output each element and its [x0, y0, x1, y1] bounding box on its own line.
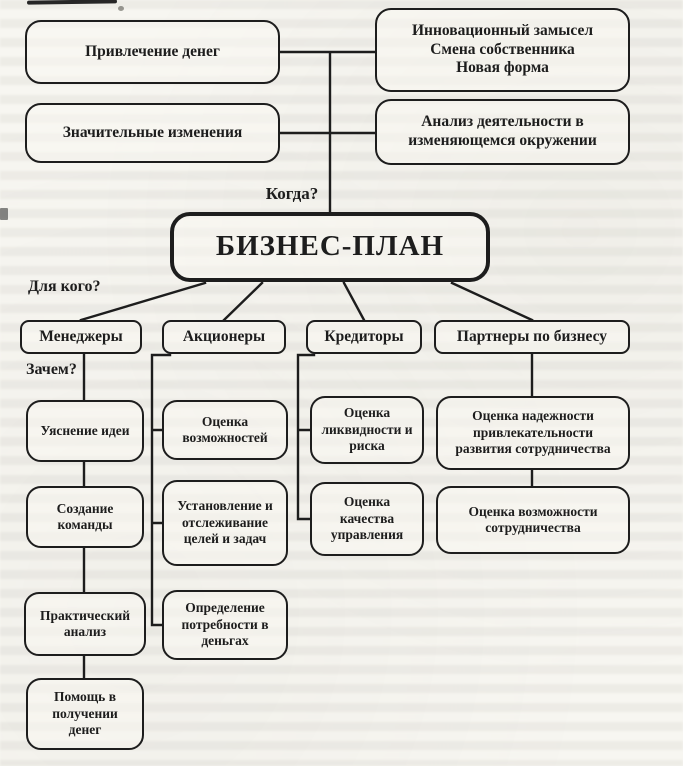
- purpose-label: Практический анализ: [39, 607, 131, 639]
- audience-label: Менеджеры: [39, 327, 123, 345]
- purpose-box-help-getting-money: Помощь в получении денег: [26, 678, 144, 750]
- purpose-box-practical-analysis: Практический анализ: [24, 592, 146, 656]
- purpose-label: Установление и отслеживание целей и зада…: [177, 498, 273, 547]
- shareholders-rail: [150, 353, 172, 627]
- purpose-box-management-quality: Оценка качества управления: [310, 482, 424, 556]
- reason-line: Новая форма: [456, 59, 549, 77]
- reason-box-attract-money: Привлечение денег: [25, 20, 280, 84]
- central-node-business-plan: БИЗНЕС-ПЛАН: [170, 212, 490, 282]
- question-label-why: Зачем?: [26, 361, 77, 378]
- scan-artifact: [118, 6, 124, 11]
- purpose-label: Определение потребности в деньгах: [181, 600, 269, 649]
- purpose-box-goals-tracking: Установление и отслеживание целей и зада…: [162, 480, 288, 566]
- reason-box-innovation: Инновационный замысел Смена собственника…: [375, 8, 630, 92]
- scan-artifact: [0, 208, 8, 220]
- fan-connectors: [79, 281, 534, 322]
- purpose-box-cooperation-reliability: Оценка надежности привлекательности разв…: [436, 396, 630, 470]
- purpose-box-cooperation-possibility: Оценка возможности сотрудничества: [436, 486, 630, 554]
- question-label-when: Когда?: [265, 184, 319, 203]
- purpose-label: Оценка ликвидности и риска: [321, 405, 413, 454]
- purpose-label: Оценка надежности привлекательности разв…: [455, 408, 611, 457]
- purpose-box-opportunity-assessment: Оценка возможностей: [162, 400, 288, 460]
- reason-label: Анализ деятельности в изменяющемся окруж…: [408, 113, 597, 149]
- purpose-label: Уяснение идеи: [40, 422, 130, 438]
- audience-label: Кредиторы: [324, 327, 404, 345]
- purpose-label: Оценка возможности сотрудничества: [468, 503, 598, 535]
- audience-box-partners: Партнеры по бизнесу: [434, 320, 630, 354]
- reason-label: Значительные изменения: [62, 123, 243, 141]
- reason-line: Инновационный замысел: [411, 21, 594, 39]
- audience-box-managers: Менеджеры: [20, 320, 142, 354]
- reason-box-environment-analysis: Анализ деятельности в изменяющемся окруж…: [375, 99, 630, 165]
- reason-line: Смена собственника: [430, 40, 575, 58]
- audience-box-shareholders: Акционеры: [162, 320, 286, 354]
- purpose-label: Помощь в получении денег: [52, 689, 118, 738]
- audience-box-creditors: Кредиторы: [306, 320, 422, 354]
- reason-label: Привлечение денег: [85, 42, 220, 60]
- top-connectors: [278, 50, 377, 214]
- purpose-label: Создание команды: [56, 500, 114, 532]
- audience-label: Акционеры: [182, 327, 266, 345]
- creditors-rail: [296, 353, 316, 521]
- purpose-label: Оценка возможностей: [182, 413, 268, 445]
- purpose-box-idea-clarification: Уяснение идеи: [26, 400, 144, 462]
- purpose-box-team-building: Создание команды: [26, 486, 144, 548]
- question-label-for-whom: Для кого?: [28, 278, 101, 295]
- reason-box-significant-changes: Значительные изменения: [25, 103, 280, 163]
- central-node-title: БИЗНЕС-ПЛАН: [215, 230, 445, 263]
- purpose-box-liquidity-risk: Оценка ликвидности и риска: [310, 396, 424, 464]
- purpose-box-money-needs: Определение потребности в деньгах: [162, 590, 288, 660]
- audience-label: Партнеры по бизнесу: [456, 327, 608, 345]
- purpose-label: Оценка качества управления: [330, 494, 404, 543]
